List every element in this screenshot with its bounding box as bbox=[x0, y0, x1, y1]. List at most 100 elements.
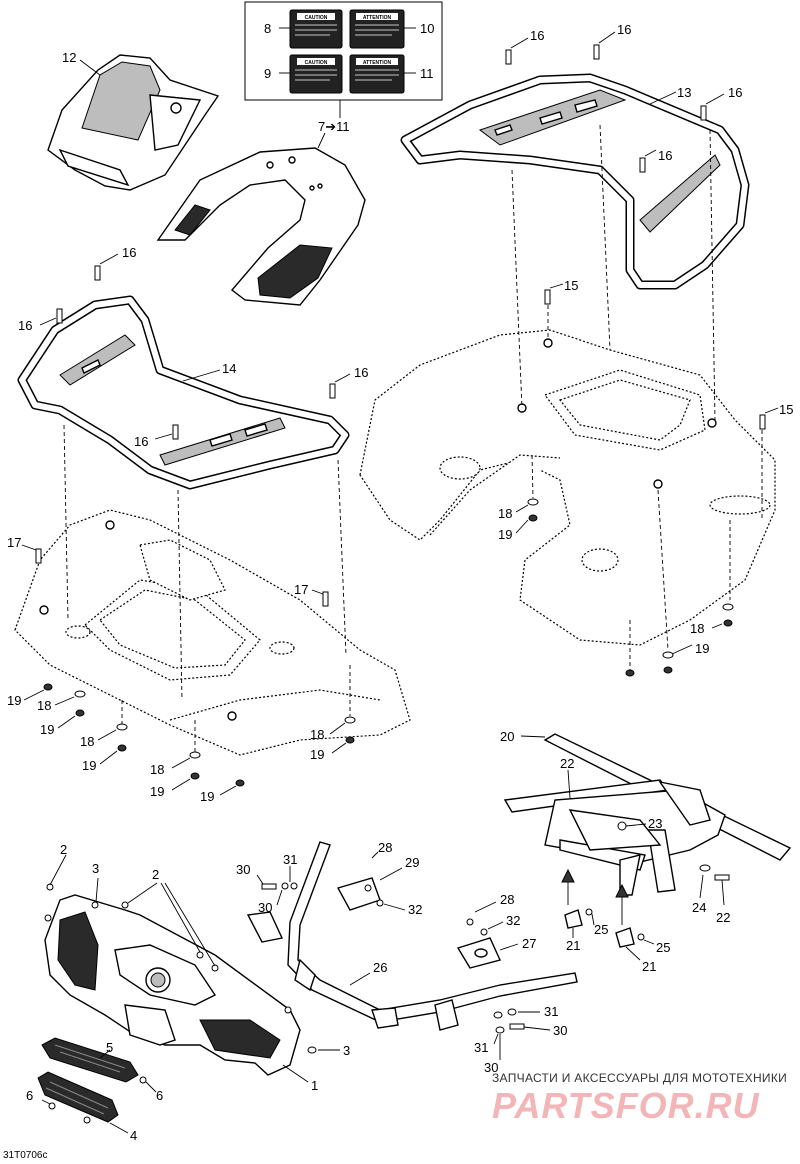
callout-19-a: 19 bbox=[498, 527, 512, 542]
rear-fender-body bbox=[359, 329, 776, 646]
callout-16-b: 16 bbox=[617, 22, 631, 37]
callout-1: 1 bbox=[311, 1078, 318, 1093]
grille-part-5: 5 bbox=[41, 1037, 139, 1083]
grille-part-4: 6 6 4 bbox=[26, 1071, 163, 1143]
callout-19-g: 19 bbox=[200, 789, 214, 804]
callout-31-b: 31 bbox=[544, 1004, 558, 1019]
bracket-part-27: 28 32 27 bbox=[456, 892, 536, 969]
decal-attention-text-2: ATTENTION bbox=[363, 60, 392, 66]
callout-29: 29 bbox=[405, 855, 419, 870]
front-fender-hardware: 17 17 19 18 19 18 19 18 19 19 18 19 bbox=[7, 535, 356, 804]
rear-bumper-part-20: 20 22 23 24 22 25 21 25 21 bbox=[500, 729, 792, 974]
callout-16-a: 16 bbox=[530, 28, 544, 43]
callout-26: 26 bbox=[373, 960, 387, 975]
callout-16-f: 16 bbox=[18, 318, 32, 333]
callout-28-a: 28 bbox=[378, 840, 392, 855]
callout-18-d: 18 bbox=[80, 734, 94, 749]
callout-4: 4 bbox=[130, 1128, 137, 1143]
callout-22-a: 22 bbox=[560, 756, 574, 771]
watermark-tagline: ЗАПЧАСТИ И АКСЕССУАРЫ ДЛЯ МОТОТЕХНИКИ bbox=[492, 1071, 788, 1085]
callout-31-c: 31 bbox=[474, 1040, 488, 1055]
callout-11: 11 bbox=[420, 66, 434, 81]
decal-set-frame bbox=[244, 1, 443, 101]
callout-19-h: 19 bbox=[310, 747, 324, 762]
alignment-lines bbox=[63, 124, 763, 752]
callout-16-c: 16 bbox=[728, 85, 742, 100]
decal-set-group: CAUTION ATTENTION CAUTION ATTENTION bbox=[244, 1, 443, 134]
callout-15-b: 15 bbox=[779, 402, 793, 417]
callout-32-b: 32 bbox=[506, 913, 520, 928]
front-fender-body bbox=[14, 509, 411, 756]
rear-rack-part-13: 13 bbox=[400, 73, 750, 290]
callout-19-f: 19 bbox=[150, 784, 164, 799]
callout-21-b: 21 bbox=[642, 959, 656, 974]
callout-14: 14 bbox=[222, 361, 236, 376]
callout-19-e: 19 bbox=[82, 758, 96, 773]
decal-caution-bottom-left: CAUTION bbox=[289, 54, 343, 94]
callout-6-a: 6 bbox=[156, 1088, 163, 1103]
callout-18-a: 18 bbox=[498, 506, 512, 521]
callout-31-a: 31 bbox=[283, 852, 297, 867]
callout-24: 24 bbox=[692, 900, 706, 915]
callout-18-f: 18 bbox=[310, 727, 324, 742]
rack-13-bolts-16: 16 16 16 16 bbox=[505, 22, 742, 173]
watermark-logo: PARTSFOR.RU bbox=[492, 1085, 760, 1126]
drawing-code: 31T0706c bbox=[3, 1150, 48, 1161]
callout-32-a: 32 bbox=[408, 902, 422, 917]
callout-25-a: 25 bbox=[594, 922, 608, 937]
callout-16-h: 16 bbox=[134, 434, 148, 449]
callout-6-b: 6 bbox=[26, 1088, 33, 1103]
callout-18-b: 18 bbox=[690, 621, 704, 636]
decal-caution-text-1: CAUTION bbox=[305, 15, 328, 21]
callout-19-c: 19 bbox=[7, 693, 21, 708]
callout-8: 8 bbox=[264, 21, 271, 36]
decal-attention-bottom-right: ATTENTION bbox=[349, 54, 405, 94]
callout-13: 13 bbox=[677, 85, 691, 100]
callout-21-a: 21 bbox=[566, 938, 580, 953]
callout-19-b: 19 bbox=[695, 641, 709, 656]
front-fascia-part-1: 2 3 2 3 1 bbox=[44, 842, 350, 1093]
front-rack-part-14: 14 bbox=[17, 295, 350, 490]
callout-22-b: 22 bbox=[716, 910, 730, 925]
arrow-up-icon bbox=[561, 868, 575, 883]
callout-5: 5 bbox=[106, 1040, 113, 1055]
bumper-fasteners: 30 31 30 31 30 31 30 bbox=[236, 852, 567, 1075]
bracket-part-29: 29 28 32 bbox=[336, 840, 422, 917]
callout-16-d: 16 bbox=[658, 148, 672, 163]
front-bumper-part-26: 26 bbox=[246, 841, 578, 1031]
callout-18-c: 18 bbox=[37, 698, 51, 713]
callout-30-b: 30 bbox=[258, 900, 272, 915]
decal-attention-text-1: ATTENTION bbox=[363, 15, 392, 21]
front-cover-7-11 bbox=[156, 132, 366, 306]
callout-20: 20 bbox=[500, 729, 514, 744]
callout-18-e: 18 bbox=[150, 762, 164, 777]
callout-16-e: 16 bbox=[122, 245, 136, 260]
callout-19-d: 19 bbox=[40, 722, 54, 737]
decal-caution-text-2: CAUTION bbox=[305, 60, 328, 66]
callout-2-b: 2 bbox=[152, 867, 159, 882]
callout-17-b: 17 bbox=[294, 582, 308, 597]
callout-25-b: 25 bbox=[656, 940, 670, 955]
decal-caution-top-left: CAUTION bbox=[289, 9, 343, 49]
callout-3-a: 3 bbox=[92, 861, 99, 876]
decal-attention-top-right: ATTENTION bbox=[349, 9, 405, 49]
callout-23: 23 bbox=[648, 816, 662, 831]
callout-16-g: 16 bbox=[354, 365, 368, 380]
callout-3-b: 3 bbox=[343, 1043, 350, 1058]
callout-30-a: 30 bbox=[236, 862, 250, 877]
callout-30-c: 30 bbox=[553, 1023, 567, 1038]
callout-17-a: 17 bbox=[7, 535, 21, 550]
callout-2-a: 2 bbox=[60, 842, 67, 857]
callout-15-a: 15 bbox=[564, 278, 578, 293]
rear-fender-hardware: 15 15 18 19 18 19 bbox=[498, 278, 793, 677]
callout-10: 10 bbox=[420, 21, 434, 36]
callout-28-b: 28 bbox=[500, 892, 514, 907]
callout-27: 27 bbox=[522, 936, 536, 951]
headlight-cover-part-12: 12 bbox=[47, 50, 220, 191]
decal-group-label: 7➔11 bbox=[318, 119, 350, 134]
callout-30-d: 30 bbox=[484, 1060, 498, 1075]
callout-9: 9 bbox=[264, 66, 271, 81]
callout-12: 12 bbox=[62, 50, 76, 65]
front-rack-bolts-16: 16 16 16 16 bbox=[18, 245, 368, 449]
